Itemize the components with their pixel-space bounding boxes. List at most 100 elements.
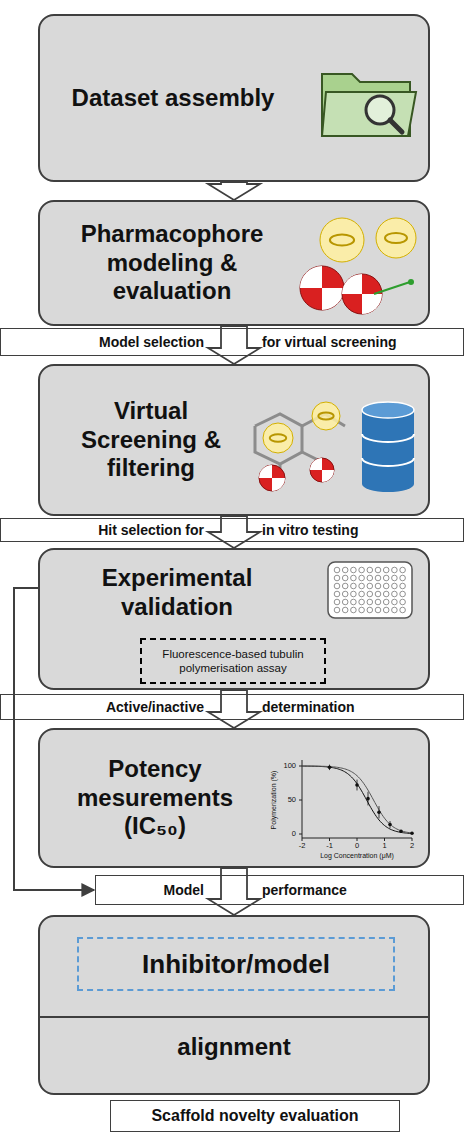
ring: [270, 434, 287, 442]
block-arrow: [208, 182, 260, 200]
sphere: [310, 458, 334, 482]
well: [342, 583, 348, 589]
axis-label-wrap: -1: [326, 842, 333, 850]
node-text: alignment: [40, 1033, 428, 1062]
axis-label-wrap: 50: [288, 796, 296, 804]
well: [375, 607, 381, 613]
tick-label: -1: [326, 842, 333, 850]
well: [400, 607, 406, 613]
ring: [330, 235, 354, 246]
well: [342, 607, 348, 613]
node-text: Hit selection for: [1, 522, 204, 538]
node-text: Active/inactive: [1, 699, 204, 715]
well: [351, 607, 357, 613]
well: [334, 607, 340, 613]
well: [400, 567, 406, 573]
well: [367, 599, 373, 605]
annotation-bar: Modelperformance: [95, 875, 464, 905]
process-box: Experimental validationFluorescence-base…: [38, 548, 430, 690]
well: [342, 575, 348, 581]
sphere: [376, 218, 416, 258]
error-bar: [390, 821, 391, 828]
annotation-bar: Hit selection forin vitro testing: [0, 518, 464, 542]
axis-label-wrap: Log Concentration (μM): [320, 852, 394, 859]
sphere: [342, 274, 382, 314]
well: [400, 583, 406, 589]
tick: [302, 838, 303, 841]
well: [342, 567, 348, 573]
well: [375, 591, 381, 597]
tick: [299, 834, 302, 835]
block-arrow: [208, 516, 260, 548]
vector: [408, 279, 414, 285]
well: [383, 599, 389, 605]
axis-title: Polymerization (%): [270, 771, 277, 830]
axis-label-wrap: 100: [283, 762, 296, 770]
data-point: [399, 829, 403, 833]
tick-label: -2: [299, 842, 306, 850]
sphere-cut: [342, 274, 362, 294]
data-point: [328, 766, 332, 770]
well: [375, 575, 381, 581]
sphere: [300, 266, 344, 310]
axis-title: Log Concentration (μM): [320, 852, 394, 859]
well: [359, 607, 365, 613]
data-point: [366, 797, 370, 801]
well-plate: [328, 562, 412, 618]
sphere: [259, 465, 285, 491]
chart-axis: [302, 760, 412, 838]
well: [334, 583, 340, 589]
node-text: Scaffold novelty evaluation: [151, 1107, 358, 1125]
molecule: [279, 464, 282, 486]
well: [392, 567, 398, 573]
data-point: [388, 823, 392, 827]
result-bar: Scaffold novelty evaluation: [110, 1100, 400, 1132]
folder-icon: [322, 92, 416, 136]
sphere: [320, 218, 364, 262]
tick: [329, 838, 330, 841]
node-text: Dataset assembly: [68, 84, 278, 113]
well: [359, 583, 365, 589]
node-text: Potency mesurements (IC₅₀): [50, 755, 260, 841]
well: [367, 607, 373, 613]
vector: [374, 282, 410, 294]
well: [359, 567, 365, 573]
well: [359, 575, 365, 581]
sphere-cut: [362, 294, 382, 314]
database-icon: [362, 434, 414, 442]
tick-label: 2: [410, 842, 414, 850]
illustration: [40, 917, 428, 1093]
annotation-bar: Model selectionfor virtual screening: [0, 328, 464, 356]
well: [359, 591, 365, 597]
axis-label-wrap: 0: [355, 842, 359, 850]
axis-label-wrap: Polymerization (%): [270, 771, 277, 830]
well: [351, 591, 357, 597]
node-text: Model: [96, 882, 204, 898]
node-text: for virtual screening: [262, 334, 397, 350]
well: [375, 567, 381, 573]
tick: [384, 838, 385, 841]
database-icon: [362, 402, 414, 418]
data-point: [377, 810, 381, 814]
well: [400, 599, 406, 605]
well: [383, 591, 389, 597]
dashed-box: Fluorescence-based tubulin polymerisatio…: [140, 638, 326, 684]
sphere-cut: [259, 465, 272, 478]
well: [392, 591, 398, 597]
error-bar: [401, 830, 402, 833]
well: [342, 591, 348, 597]
node-text: Inhibitor/model: [142, 949, 330, 980]
process-box: Virtual Screening & filtering: [38, 364, 430, 516]
well: [400, 575, 406, 581]
tick: [412, 838, 413, 841]
process-box: Pharmacophore modeling & evaluation: [38, 200, 430, 326]
well: [367, 591, 373, 597]
ring: [385, 233, 407, 243]
database-icon: [362, 458, 414, 466]
well: [334, 591, 340, 597]
well: [383, 567, 389, 573]
tick-label: 0: [292, 830, 296, 838]
data-point: [355, 783, 359, 787]
folder-icon: [322, 74, 410, 136]
